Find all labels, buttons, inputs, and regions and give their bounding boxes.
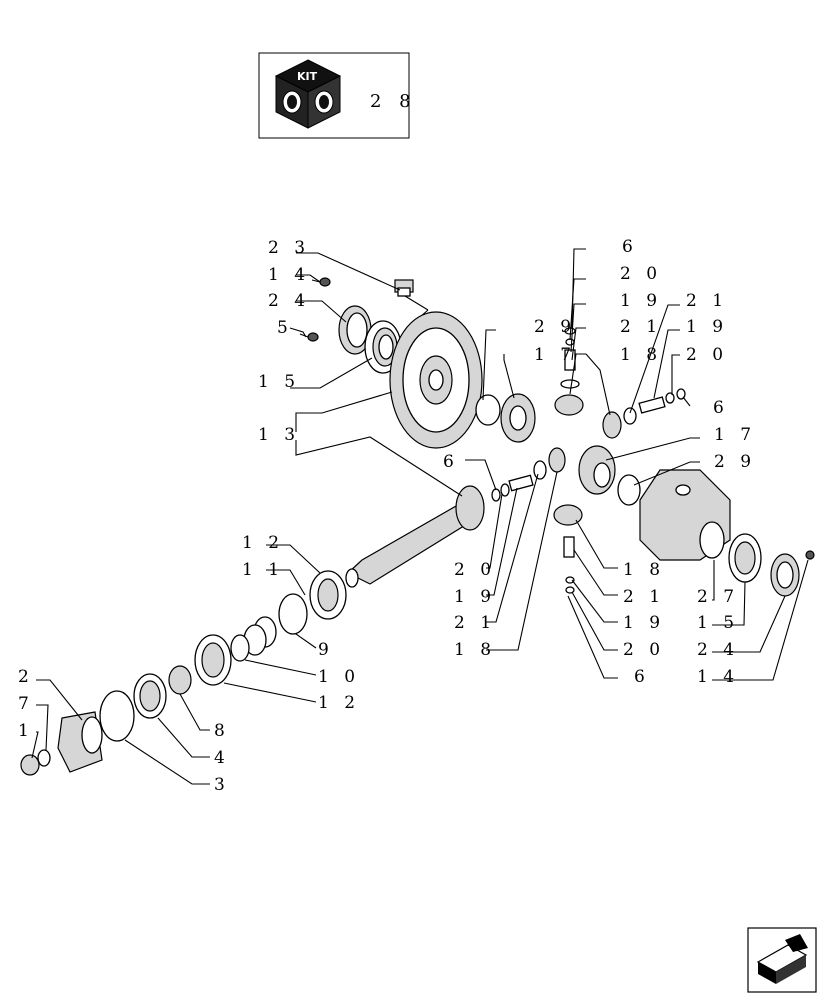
- callout-19: 1 9: [620, 291, 662, 311]
- callout-14: 1 4: [697, 667, 739, 687]
- planet-gear-part: [602, 411, 622, 439]
- callout-7: 7: [18, 694, 34, 714]
- screw-part-14: [311, 277, 331, 287]
- callout-12: 1 2: [318, 693, 360, 713]
- kit-number: 2 8: [370, 91, 417, 112]
- callout-21: 2 1: [620, 317, 662, 337]
- small-ring-part: [500, 483, 510, 497]
- bolt-part: [394, 279, 414, 297]
- callout-8: 8: [214, 721, 230, 741]
- washer-part: [560, 379, 580, 389]
- callout-15: 1 5: [697, 613, 739, 633]
- pinion-shaft-part: [345, 485, 485, 588]
- callout-19: 1 9: [454, 587, 496, 607]
- callout-21: 2 1: [686, 291, 728, 311]
- callout-20: 2 0: [686, 345, 728, 365]
- next-page-button[interactable]: [747, 927, 817, 993]
- parts-artwork: [20, 277, 815, 776]
- yoke-part: [57, 711, 103, 773]
- callout-20: 2 0: [454, 560, 496, 580]
- callout-18: 1 8: [620, 345, 662, 365]
- small-ring-part: [565, 576, 575, 584]
- callout-17: 1 7: [534, 345, 576, 365]
- callout-4: 4: [214, 748, 230, 768]
- pin-part: [508, 474, 534, 492]
- kit-label: KIT: [297, 70, 318, 83]
- bearing-part: [728, 533, 762, 583]
- callout-9: 9: [318, 640, 334, 660]
- callout-29: 2 9: [534, 317, 576, 337]
- callout-24: 2 4: [268, 291, 310, 311]
- pin-part: [563, 536, 575, 558]
- planet-gear-part: [553, 504, 583, 526]
- callout-20: 2 0: [623, 640, 665, 660]
- washer-part: [617, 474, 641, 506]
- dust-shield-part: [99, 690, 135, 742]
- callout-6: 6: [622, 237, 638, 257]
- washer-part: [623, 407, 637, 425]
- screw-part-14: [805, 550, 815, 560]
- differential-housing-part: [639, 469, 731, 561]
- callout-3: 3: [214, 775, 230, 795]
- shaft-bearing-part: [309, 570, 347, 620]
- planet-gear-part: [548, 447, 566, 473]
- callout-17: 1 7: [714, 425, 756, 445]
- side-gear-part: [578, 445, 616, 495]
- callout-27: 2 7: [697, 587, 739, 607]
- washer-part: [475, 394, 501, 426]
- small-ring-part: [676, 388, 686, 400]
- nut-1-part: [20, 754, 40, 776]
- lower-bearing-part: [194, 634, 232, 686]
- callout-18: 1 8: [623, 560, 665, 580]
- callout-6: 6: [713, 398, 729, 418]
- arrow-forward-icon: [756, 934, 808, 984]
- nut-part: [168, 665, 192, 695]
- pin-part: [638, 396, 666, 414]
- callout-19: 1 9: [686, 317, 728, 337]
- callout-21: 2 1: [623, 587, 665, 607]
- callout-10: 1 0: [318, 667, 360, 687]
- kit-badge[interactable]: KIT 2 8: [258, 52, 417, 139]
- shim-ring-part: [278, 593, 308, 635]
- callout-20: 2 0: [620, 264, 662, 284]
- ring-nut-part: [770, 553, 800, 597]
- callout-12: 1 2: [242, 533, 284, 553]
- kit-cube-icon: [274, 59, 342, 129]
- callout-21: 2 1: [454, 613, 496, 633]
- side-gear-part: [500, 393, 536, 443]
- leader-lines: [31, 248, 809, 785]
- crown-wheel-part: [389, 311, 483, 449]
- callout-23: 2 3: [268, 238, 310, 258]
- callout-13: 1 3: [258, 425, 300, 445]
- ring-nut-part: [338, 305, 372, 355]
- callout-14: 1 4: [268, 265, 310, 285]
- callout-2: 2: [18, 667, 34, 687]
- callout-29: 2 9: [714, 452, 756, 472]
- callout-15: 1 5: [258, 372, 300, 392]
- washer-7-part: [37, 749, 51, 767]
- callout-6: 6: [634, 667, 650, 687]
- callout-labels: 2 3 1 4 2 4 5 1 5 1 3 6 2 0 1 9 2 1 2 9 …: [18, 237, 756, 795]
- callout-19: 1 9: [623, 613, 665, 633]
- callout-24: 2 4: [697, 640, 739, 660]
- ring-part: [230, 634, 250, 662]
- seal-part: [133, 673, 167, 719]
- callout-11: 1 1: [242, 560, 284, 580]
- planet-gear-part: [554, 394, 584, 416]
- small-ring-part: [491, 488, 501, 502]
- washer-part: [533, 460, 547, 480]
- callout-5: 5: [277, 318, 293, 338]
- callout-6: 6: [443, 452, 459, 472]
- callout-18: 1 8: [454, 640, 496, 660]
- small-ring-part: [565, 586, 575, 594]
- screw-part-5: [299, 332, 319, 342]
- small-ring-part: [665, 392, 675, 404]
- callout-1: 1: [18, 721, 34, 741]
